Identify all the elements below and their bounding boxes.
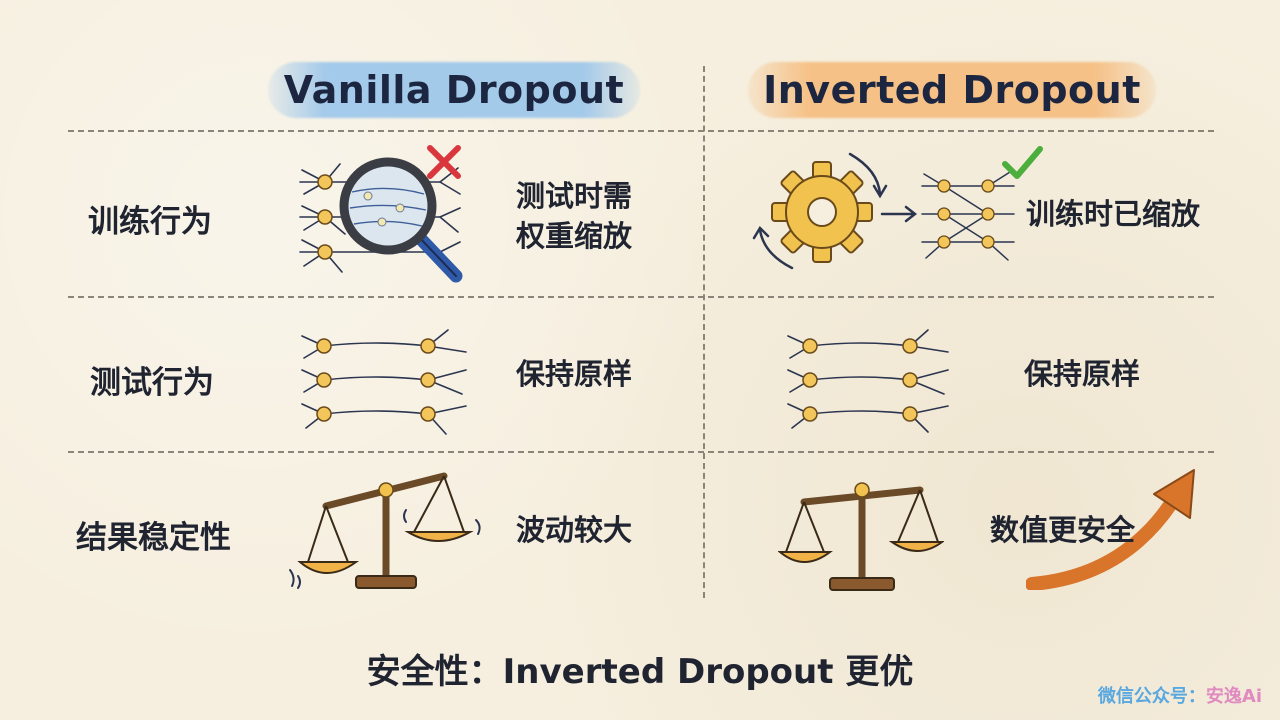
- row1-left-line2: 权重缩放: [516, 219, 633, 253]
- magnifier-icon: [339, 157, 463, 283]
- row-label-testing: 测试行为: [90, 365, 214, 401]
- rising-arrow-icon: [1026, 469, 1195, 590]
- balance-scale-icon: [778, 482, 944, 591]
- conclusion-text: 安全性：Inverted Dropout 更优: [366, 652, 914, 692]
- gear-icon: [771, 161, 873, 263]
- row2-left-text: 保持原样: [516, 357, 633, 391]
- divider-row2: [68, 451, 1214, 453]
- divider-top: [68, 130, 1214, 132]
- neuron-network-icon: [301, 329, 467, 435]
- cycle-arrows-icon: [752, 152, 888, 270]
- left-header-highlight: [268, 62, 640, 118]
- row3-right-text: 数值更安全: [990, 513, 1136, 547]
- watermark: 微信公众号：安逸Ai: [1098, 682, 1262, 708]
- right-arrow-icon: [880, 205, 918, 223]
- neuron-network-small-icon: [921, 171, 1015, 261]
- vanilla-dropout-title: Vanilla Dropout: [283, 68, 625, 112]
- row3-left-text: 波动较大: [516, 513, 633, 547]
- green-check-icon: [1002, 146, 1043, 179]
- column-divider: [703, 66, 705, 598]
- watermark-prefix: 微信公众号：: [1097, 686, 1206, 707]
- row-label-stability: 结果稳定性: [76, 520, 231, 556]
- neuron-network-icon: [299, 163, 461, 273]
- divider-row1: [68, 296, 1214, 298]
- row1-right-text: 训练时已缩放: [1026, 197, 1201, 231]
- red-cross-icon: [427, 145, 461, 179]
- row-label-training: 训练行为: [88, 204, 212, 240]
- watermark-name: 安逸Ai: [1205, 686, 1262, 707]
- row2-right-text: 保持原样: [1024, 357, 1141, 391]
- inverted-dropout-title: Inverted Dropout: [763, 68, 1141, 112]
- row1-left-line1: 测试时需: [516, 179, 633, 213]
- neuron-network-icon: [787, 329, 949, 433]
- wobbling-balance-scale-icon: [289, 472, 481, 589]
- right-header-highlight: [748, 62, 1156, 118]
